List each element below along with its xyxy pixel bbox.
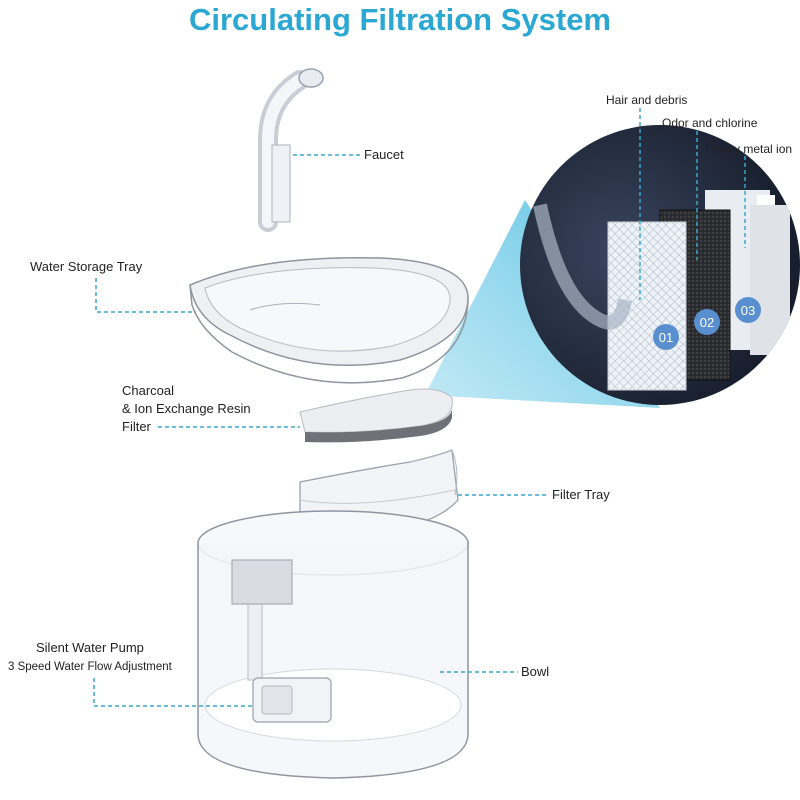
label-layer3: Heavy metal ion	[706, 142, 793, 156]
bowl-illustration	[197, 510, 469, 779]
label-filter-line3: Filter	[122, 419, 151, 434]
label-layer2: Odor and chlorine	[662, 116, 758, 130]
water-storage-tray-illustration	[189, 256, 469, 384]
leader-lines	[93, 108, 746, 707]
layer-badge-02: 02	[694, 309, 720, 335]
label-filter-line2: & Ion Exchange Resin	[122, 401, 251, 416]
label-faucet: Faucet	[364, 147, 404, 162]
layer-badge-03: 03	[735, 297, 761, 323]
leader-water-storage-tray	[95, 278, 196, 313]
layer-number-01: 01	[659, 330, 673, 345]
label-water-storage-tray: Water Storage Tray	[30, 259, 143, 274]
layer-number-03: 03	[741, 303, 755, 318]
label-filter-line1: Charcoal	[122, 383, 175, 398]
layer-badge-01: 01	[653, 324, 679, 350]
faucet-illustration	[258, 68, 324, 232]
label-filter-tray: Filter Tray	[552, 487, 610, 502]
layer-number-02: 02	[700, 315, 714, 330]
label-pump-subtitle: 3 Speed Water Flow Adjustment	[8, 661, 172, 673]
label-pump: Silent Water Pump	[36, 640, 144, 655]
page-title: Circulating Filtration System	[188, 2, 611, 37]
leader-pump	[93, 678, 253, 707]
filter-layers-zoom	[520, 125, 800, 405]
water-pump-illustration	[252, 677, 332, 723]
charcoal-filter-illustration	[299, 388, 453, 443]
label-bowl: Bowl	[521, 664, 550, 679]
label-layer1: Hair and debris	[606, 93, 688, 107]
